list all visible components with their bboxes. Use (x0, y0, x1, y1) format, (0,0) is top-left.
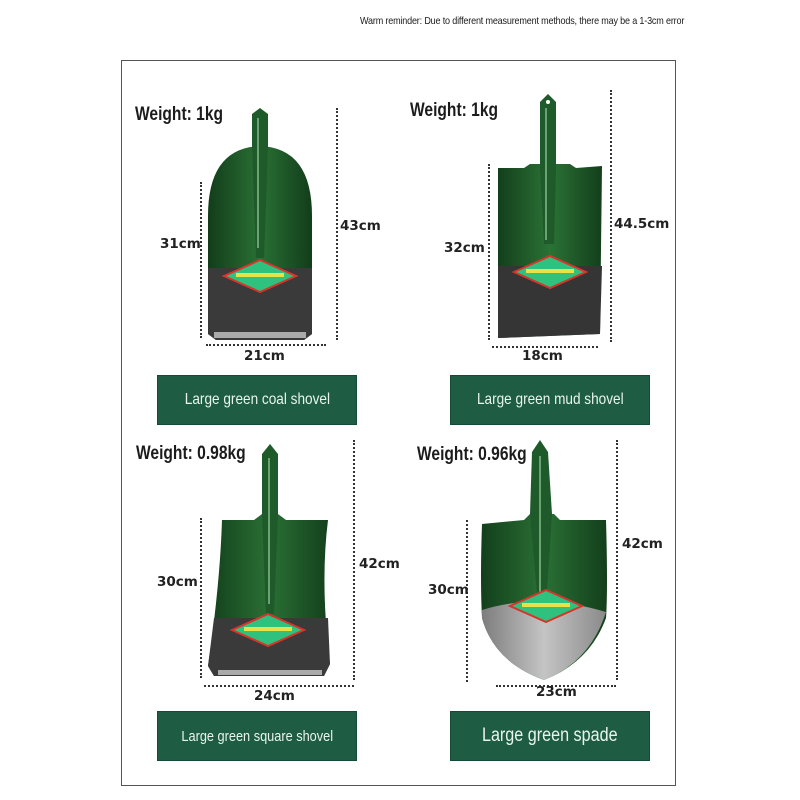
blade-length-line (200, 182, 202, 338)
brand-sticker (511, 254, 589, 290)
spade-image (481, 440, 607, 680)
blade-length-label: 30cm (157, 574, 198, 590)
width-line (496, 685, 616, 687)
total-length-line (353, 440, 355, 680)
width-label: 21cm (244, 348, 285, 364)
blade-length-line (466, 520, 468, 682)
total-length-line (616, 440, 618, 680)
width-label: 18cm (522, 348, 563, 364)
weight-label: Weight: 0.96kg (417, 444, 527, 465)
brand-sticker (221, 258, 299, 294)
total-length-label: 42cm (359, 556, 400, 572)
width-label: 24cm (254, 688, 295, 704)
blade-length-label: 31cm (160, 236, 201, 252)
product-label-mud-shovel[interactable]: Large green mud shovel (450, 375, 650, 425)
total-length-label: 42cm (622, 536, 663, 552)
product-label-coal-shovel[interactable]: Large green coal shovel (157, 375, 357, 425)
width-line (492, 346, 598, 348)
width-label: 23cm (536, 684, 577, 700)
blade-length-line (488, 164, 490, 340)
weight-label: Weight: 1kg (410, 100, 499, 121)
product-name: Large green mud shovel (476, 391, 624, 408)
blade-length-label: 32cm (444, 240, 485, 256)
square-shovel-image (208, 444, 330, 676)
width-line (206, 344, 326, 346)
blade-length-label: 30cm (428, 582, 469, 598)
product-label-spade[interactable]: Large green spade (450, 711, 650, 761)
width-line (204, 685, 354, 687)
total-length-label: 43cm (340, 218, 381, 234)
total-length-line (610, 90, 612, 342)
mud-shovel-image (498, 94, 602, 338)
blade-length-line (200, 518, 202, 678)
total-length-label: 44.5cm (614, 216, 670, 232)
coal-shovel-image (208, 108, 312, 340)
brand-sticker (229, 612, 307, 648)
total-length-line (336, 108, 338, 340)
measurement-reminder: Warm reminder: Due to different measurem… (360, 15, 685, 27)
weight-label: Weight: 0.98kg (136, 443, 246, 464)
product-label-square-shovel[interactable]: Large green square shovel (157, 711, 357, 761)
brand-sticker (507, 588, 585, 624)
product-name: Large green square shovel (181, 727, 333, 745)
weight-label: Weight: 1kg (135, 104, 224, 125)
product-name: Large green spade (482, 725, 618, 746)
product-name: Large green coal shovel (184, 391, 330, 408)
